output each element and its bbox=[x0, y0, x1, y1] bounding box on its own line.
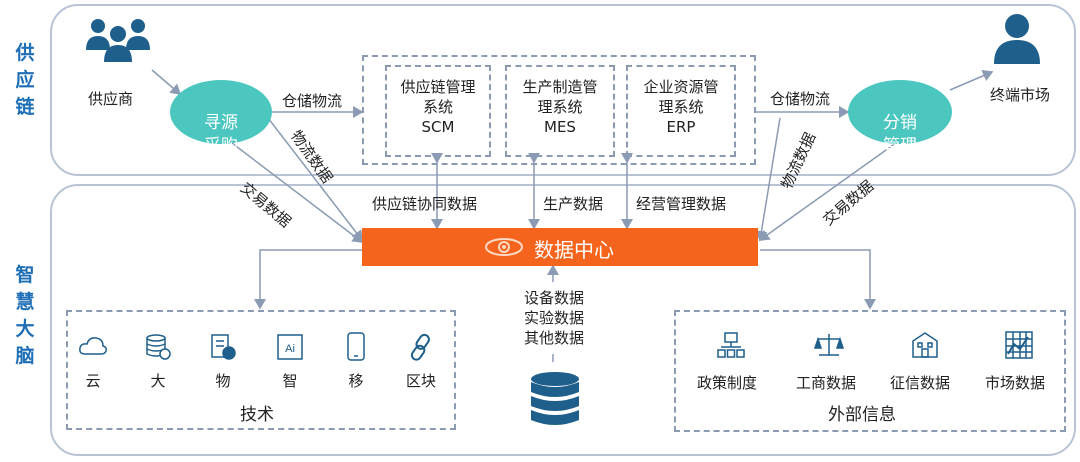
system-scm-line2: 系统 bbox=[422, 98, 453, 116]
system-erp-line3: ERP bbox=[666, 118, 696, 136]
warehouse-logistics-left: 仓储物流 bbox=[282, 92, 343, 110]
tech-title: 技术 bbox=[240, 405, 274, 425]
scale-icon bbox=[813, 330, 845, 360]
device-data-line3: 其他数据 bbox=[523, 329, 584, 347]
external-item-credit: 征信数据 bbox=[890, 374, 951, 392]
iot-icon bbox=[208, 332, 238, 362]
distribution-label: 分销 管理 bbox=[883, 113, 917, 156]
data-center-label: 数据中心 bbox=[534, 238, 614, 262]
cloud-icon bbox=[78, 334, 108, 360]
system-scm-line3: SCM bbox=[421, 118, 455, 136]
data-center-bar: 数据中心 bbox=[362, 228, 758, 266]
system-erp-line1: 企业资源管 bbox=[643, 78, 719, 96]
device-data-line2: 实验数据 bbox=[523, 309, 584, 327]
system-erp-line2: 理系统 bbox=[658, 98, 704, 116]
tech-item-iot: 物 bbox=[215, 372, 231, 390]
chain-link-icon bbox=[408, 332, 434, 362]
supplier-label: 供应商 bbox=[88, 90, 134, 108]
tech-item-ai: 智 bbox=[282, 372, 298, 390]
external-item-policy: 政策制度 bbox=[697, 374, 758, 392]
tech-item-mobile: 移 bbox=[348, 372, 364, 390]
section-label-text: 智慧大脑 bbox=[15, 264, 35, 367]
external-info-title: 外部信息 bbox=[828, 405, 896, 425]
building-icon bbox=[910, 330, 940, 360]
device-data-text: 设备数据 实验数据 其他数据 bbox=[518, 288, 590, 348]
tech-item-blockchain: 区块 bbox=[405, 372, 436, 390]
device-data-line1: 设备数据 bbox=[523, 289, 584, 307]
system-scm: 供应链管理 系统 SCM bbox=[385, 65, 491, 157]
sourcing-node: 寻源 采购 bbox=[170, 80, 272, 156]
system-mes-line1: 生产制造管 bbox=[522, 78, 598, 96]
eye-icon bbox=[484, 237, 524, 262]
distribution-node: 分销 管理 bbox=[848, 80, 952, 156]
section-label-brain: 智慧大脑 bbox=[12, 262, 38, 370]
tech-box bbox=[66, 310, 456, 430]
sourcing-label: 寻源 采购 bbox=[204, 113, 238, 156]
collab-data-label: 供应链协同数据 bbox=[372, 195, 478, 213]
chart-icon bbox=[1004, 330, 1034, 360]
production-data-label: 生产数据 bbox=[543, 195, 604, 213]
end-market-label: 终端市场 bbox=[990, 86, 1051, 104]
operation-data-label: 经营管理数据 bbox=[636, 195, 727, 213]
system-erp: 企业资源管 理系统 ERP bbox=[626, 65, 736, 157]
database-stack-icon bbox=[528, 370, 582, 428]
system-mes-line2: 理系统 bbox=[537, 98, 583, 116]
system-scm-line1: 供应链管理 bbox=[400, 78, 476, 96]
database-icon bbox=[143, 332, 173, 362]
ai-icon: Ai bbox=[276, 333, 304, 361]
supplier-group-icon bbox=[84, 14, 152, 70]
policy-icon bbox=[716, 330, 746, 360]
systems-container bbox=[362, 55, 756, 165]
section-label-supply-chain: 供应链 bbox=[12, 40, 38, 121]
end-market-person-icon bbox=[994, 12, 1040, 64]
external-info-box bbox=[674, 310, 1066, 432]
external-item-market: 市场数据 bbox=[985, 374, 1046, 392]
system-mes-line3: MES bbox=[544, 118, 576, 136]
section-label-text: 供应链 bbox=[15, 42, 35, 118]
external-item-business: 工商数据 bbox=[796, 374, 857, 392]
svg-text:Ai: Ai bbox=[285, 343, 295, 355]
mobile-icon bbox=[346, 332, 366, 362]
warehouse-logistics-right: 仓储物流 bbox=[770, 90, 831, 108]
tech-item-bigdata: 大 bbox=[150, 372, 166, 390]
tech-item-cloud: 云 bbox=[85, 372, 101, 390]
system-mes: 生产制造管 理系统 MES bbox=[505, 65, 615, 157]
